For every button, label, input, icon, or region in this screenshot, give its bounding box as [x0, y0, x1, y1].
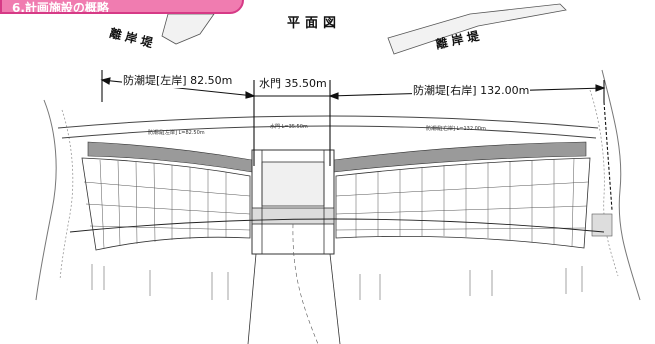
- river-channel-right-bank: [329, 253, 341, 344]
- right-end-leader: [603, 101, 613, 211]
- breakwater-left-shape: [161, 13, 215, 45]
- breakwater-right-shape: [387, 3, 567, 55]
- arrow-right-end: [595, 84, 606, 92]
- right-wall-strip-label: 防潮堤[右岸] L=132.00m: [426, 125, 486, 132]
- left-apron-grid: [83, 159, 251, 249]
- section-banner: 6.計画施設の概略: [0, 0, 244, 14]
- arrow-left-start: [100, 77, 111, 85]
- seawall-baseline: [69, 218, 605, 233]
- arrow-left-end: [245, 91, 256, 99]
- seawall-crest-inner: [61, 125, 597, 139]
- sluice-gate-chamber: [261, 161, 325, 207]
- left-shore-slope: [35, 99, 57, 301]
- right-seawall-band: [333, 141, 587, 173]
- left-shore-slope-inner: [59, 109, 74, 281]
- sluice-gate-deck: [251, 207, 335, 225]
- left-seawall-dimension: 防潮堤[左岸] 82.50m: [122, 72, 234, 88]
- sluice-gate-dimension: 水門 35.50m: [258, 75, 328, 91]
- right-shore-slope: [601, 69, 641, 301]
- right-bank-hatch: [591, 213, 613, 237]
- arrow-right-start: [328, 92, 339, 100]
- right-seawall-dimension: 防潮堤[右岸] 132.00m: [412, 82, 531, 98]
- river-channel-left-bank: [247, 253, 257, 344]
- seawall-crest-outer: [57, 115, 599, 129]
- station-markers: [91, 264, 583, 300]
- left-wall-strip-label: 防潮堤[左岸] L=82.50m: [148, 129, 205, 136]
- right-apron-grid: [335, 157, 589, 247]
- drawing-title: 平面図: [287, 16, 342, 31]
- left-apron-outline: [81, 157, 251, 251]
- right-shore-slope-inner: [589, 89, 619, 277]
- river-centerline: [292, 223, 319, 344]
- gate-strip-label: 水門 L=35.50m: [270, 123, 308, 130]
- right-apron-outline: [335, 157, 591, 249]
